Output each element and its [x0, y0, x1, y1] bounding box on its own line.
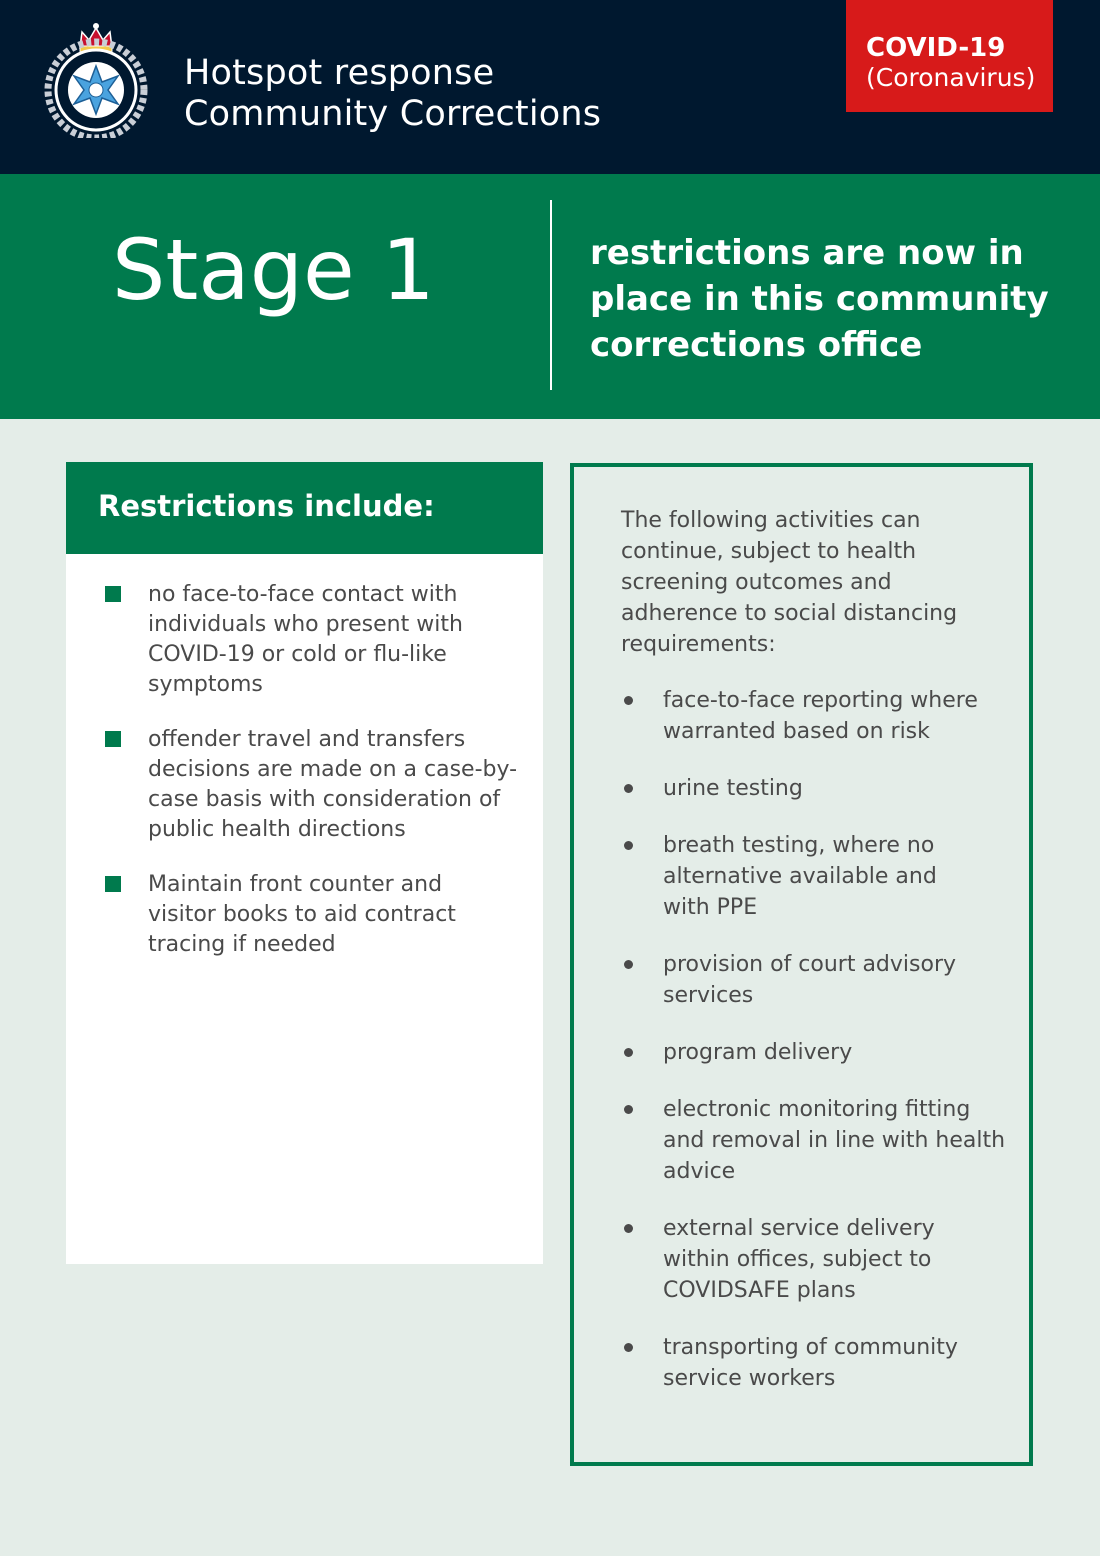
header-title-line: Community Corrections — [184, 94, 602, 134]
list-item-line: no face-to-face contact with — [148, 582, 458, 607]
list-item-line: individuals who present with — [148, 612, 463, 637]
list-item-line: visitor books to aid contract — [148, 902, 456, 927]
list-item: electronic monitoring fitting and remova… — [574, 1094, 1029, 1187]
list-item-line: symptoms — [148, 672, 263, 697]
list-item: transporting of community service worker… — [574, 1332, 1029, 1394]
list-item-line: services — [663, 983, 754, 1008]
list-item-line: and removal in line with health — [663, 1128, 1006, 1153]
intro-line: screening outcomes and — [621, 570, 892, 595]
dot-bullet-icon — [624, 696, 633, 705]
list-item-line: electronic monitoring fitting — [663, 1097, 971, 1122]
stage-title: Stage 1 — [112, 221, 435, 319]
list-item-line: face-to-face reporting where — [663, 688, 978, 713]
header-title: Hotspot response Community Corrections — [184, 53, 601, 135]
intro-line: continue, subject to health — [621, 539, 917, 564]
restrictions-list: no face-to-face contact with individuals… — [66, 580, 543, 985]
list-item: no face-to-face contact with individuals… — [66, 580, 543, 700]
intro-line: requirements: — [621, 632, 776, 657]
activities-list: face-to-face reporting where warranted b… — [574, 685, 1029, 1420]
dot-bullet-icon — [624, 1343, 633, 1352]
list-item: offender travel and transfers decisions … — [66, 725, 543, 845]
banner-text-line: corrections office — [590, 325, 923, 365]
dot-bullet-icon — [624, 960, 633, 969]
banner-text-line: place in this community — [590, 279, 1049, 319]
list-item: program delivery — [574, 1037, 1029, 1068]
list-item-line: within offices, subject to — [663, 1247, 932, 1272]
list-item-line: urine testing — [663, 776, 803, 801]
banner-divider — [550, 200, 552, 390]
banner-text-line: restrictions are now in — [590, 233, 1024, 273]
intro-line: The following activities can — [621, 508, 921, 533]
list-item-line: advice — [663, 1159, 736, 1184]
dot-bullet-icon — [624, 1224, 633, 1233]
covid-badge-subtitle: (Coronavirus) — [866, 63, 1036, 92]
header: Hotspot response Community Corrections C… — [0, 0, 1100, 174]
square-bullet-icon — [105, 731, 121, 747]
list-item-line: COVIDSAFE plans — [663, 1278, 856, 1303]
list-item: urine testing — [574, 773, 1029, 804]
list-item-line: provision of court advisory — [663, 952, 957, 977]
dot-bullet-icon — [624, 1105, 633, 1114]
list-item: external service delivery within offices… — [574, 1213, 1029, 1306]
dot-bullet-icon — [624, 784, 633, 793]
intro-line: adherence to social distancing — [621, 601, 958, 626]
list-item-line: case basis with consideration of — [148, 787, 501, 812]
list-item-line: transporting of community — [663, 1335, 958, 1360]
restrictions-card: Restrictions include: no face-to-face co… — [66, 462, 543, 1264]
list-item-line: alternative available and — [663, 864, 937, 889]
covid-badge-title: COVID-19 — [866, 33, 1006, 63]
list-item: Maintain front counter and visitor books… — [66, 870, 543, 960]
list-item-line: offender travel and transfers — [148, 727, 466, 752]
header-title-line: Hotspot response — [184, 53, 495, 93]
restrictions-heading: Restrictions include: — [66, 462, 543, 554]
list-item-line: Maintain front counter and — [148, 872, 443, 897]
banner-text: restrictions are now in place in this co… — [590, 230, 1070, 368]
list-item-line: decisions are made on a case-by- — [148, 757, 518, 782]
list-item-line: tracing if needed — [148, 932, 336, 957]
stage-banner: Stage 1 restrictions are now in place in… — [0, 174, 1100, 419]
list-item: face-to-face reporting where warranted b… — [574, 685, 1029, 747]
activities-box: The following activities can continue, s… — [570, 463, 1033, 1466]
queensland-corrective-services-crest-icon — [44, 23, 148, 138]
covid-badge: COVID-19 (Coronavirus) — [846, 0, 1053, 112]
list-item-line: program delivery — [663, 1040, 853, 1065]
dot-bullet-icon — [624, 1048, 633, 1057]
list-item: provision of court advisory services — [574, 949, 1029, 1011]
list-item-line: COVID-19 or cold or flu-like — [148, 642, 447, 667]
list-item-line: with PPE — [663, 895, 758, 920]
dot-bullet-icon — [624, 841, 633, 850]
list-item-line: service workers — [663, 1366, 836, 1391]
list-item-line: breath testing, where no — [663, 833, 935, 858]
square-bullet-icon — [105, 586, 121, 602]
square-bullet-icon — [105, 876, 121, 892]
list-item-line: external service delivery — [663, 1216, 935, 1241]
list-item-line: warranted based on risk — [663, 719, 930, 744]
activities-intro: The following activities can continue, s… — [621, 505, 1021, 660]
list-item-line: public health directions — [148, 817, 406, 842]
list-item: breath testing, where no alternative ava… — [574, 830, 1029, 923]
